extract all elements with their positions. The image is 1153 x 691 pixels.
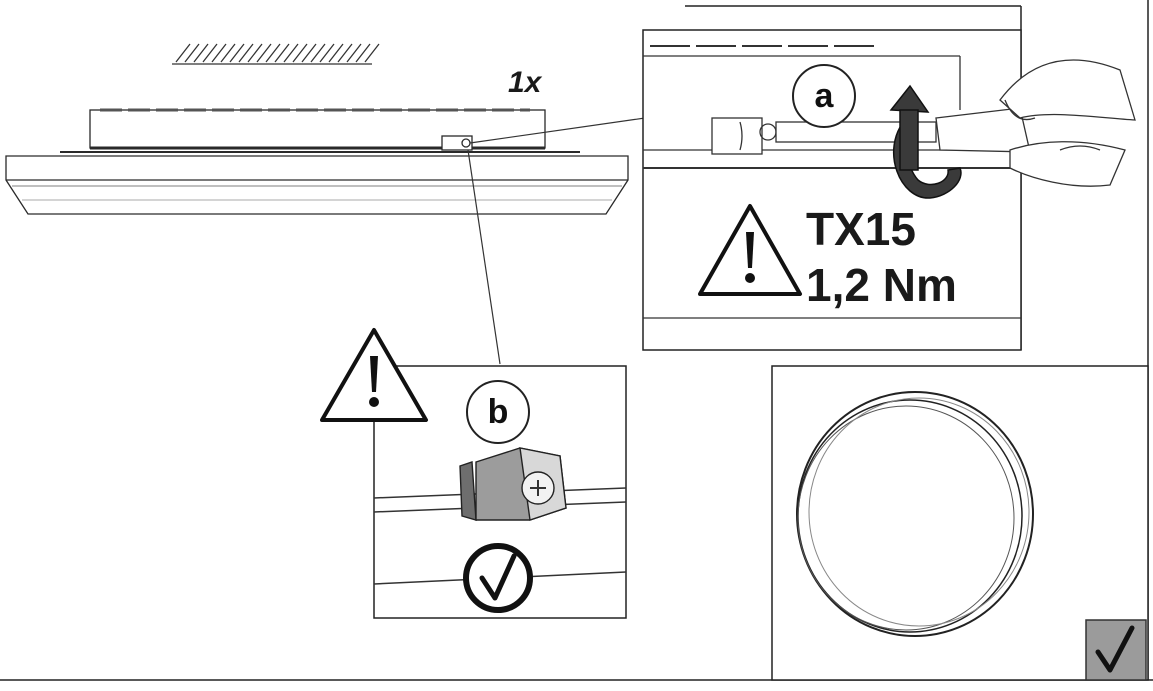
check-icon (463, 543, 533, 613)
clockwise-rotate-arrow-icon (889, 84, 962, 199)
tool-label: TX15 (806, 203, 916, 255)
step-marker-a: a (792, 64, 856, 128)
result-panel (771, 365, 1149, 681)
check-icon (1085, 619, 1147, 681)
luminaire-side-view (5, 108, 629, 215)
ceiling-hatch-icon (172, 43, 380, 65)
round-luminaire-front-view (796, 391, 1034, 637)
quantity-label: 1x (508, 66, 542, 99)
step-marker-b: b (466, 380, 530, 444)
clip-bracket (459, 447, 567, 521)
torque-label: 1,2 Nm (806, 259, 957, 311)
warning-triangle-icon (698, 204, 802, 296)
leader-lines (467, 117, 646, 365)
warning-triangle-icon (320, 328, 428, 422)
